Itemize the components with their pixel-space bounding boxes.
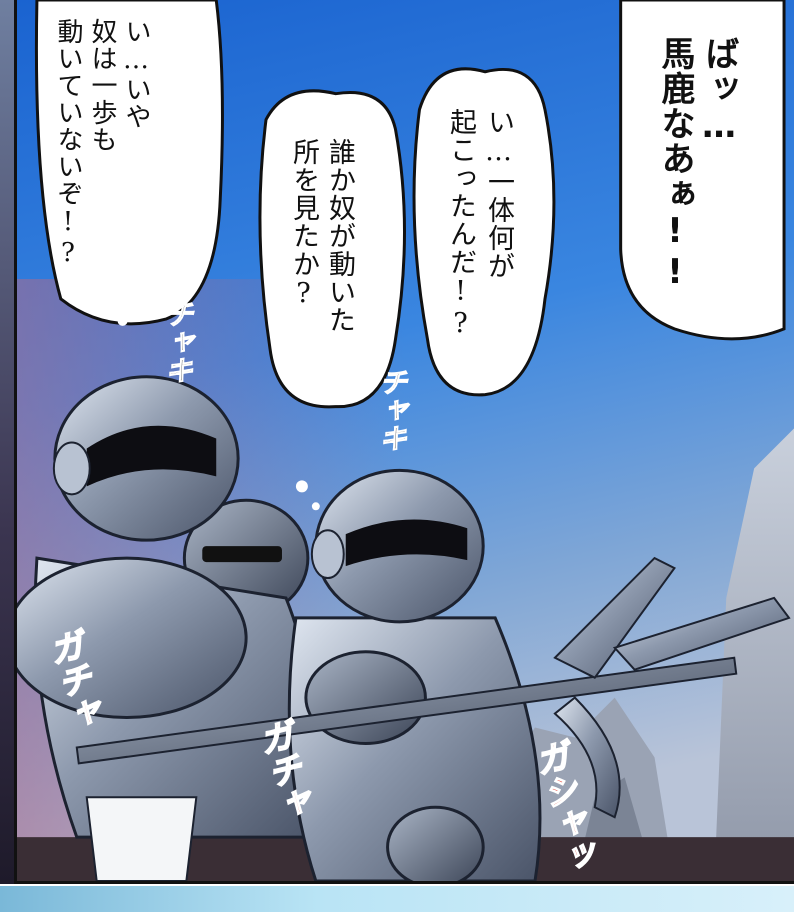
- sfx-kachi-right: チャキ: [375, 368, 409, 453]
- knight-left: [17, 375, 320, 881]
- bubble-shout: [619, 0, 786, 341]
- bubble-saw: [258, 89, 406, 409]
- denial-text: い…いや 奴は一歩も 動いていないぞ!?: [53, 18, 151, 269]
- adjacent-panel-edge: [0, 0, 14, 884]
- question-text: い…一体何が 起こったんだ!?: [445, 108, 514, 340]
- bubble-question: [412, 67, 556, 397]
- comic-panel: ばッ… 馬鹿なあぁ!! い…一体何が 起こったんだ!? 誰か奴が動いた 所を見た…: [14, 0, 794, 884]
- saw-text: 誰か奴が動いた 所を見たか?: [288, 138, 355, 334]
- shout-text: ばッ… 馬鹿なあぁ!!: [655, 36, 739, 293]
- next-panel-edge: [0, 886, 794, 912]
- bubble-denial: [34, 0, 224, 326]
- sfx-kachi-left: チャキ: [161, 300, 195, 385]
- speech-bubbles-layer: [34, 0, 786, 511]
- knight-right: [287, 468, 542, 881]
- halberd: [75, 556, 791, 819]
